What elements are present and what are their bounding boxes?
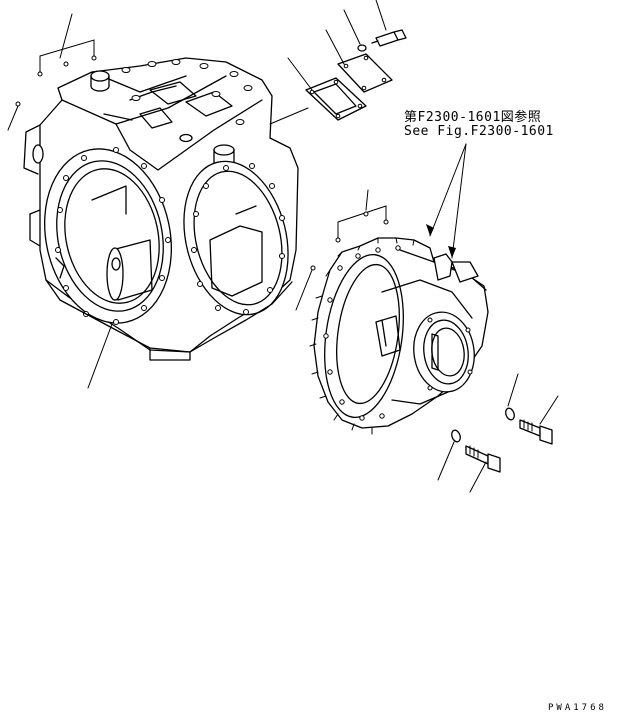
mounting-bolt-lower [451,429,501,473]
reference-label-japanese: 第F2300-1601図参照 [404,110,542,125]
gasket [305,77,367,121]
drawing-code: PWA1768 [548,703,607,713]
reference-label-english: See Fig.F2300-1601 [404,124,554,139]
transmission-case [23,57,299,361]
mounting-bolt-upper [505,407,553,445]
bevel-gear-case [309,237,489,435]
cover-plate [337,53,393,93]
cover-bolt [357,29,407,52]
leader-lines [7,0,559,493]
